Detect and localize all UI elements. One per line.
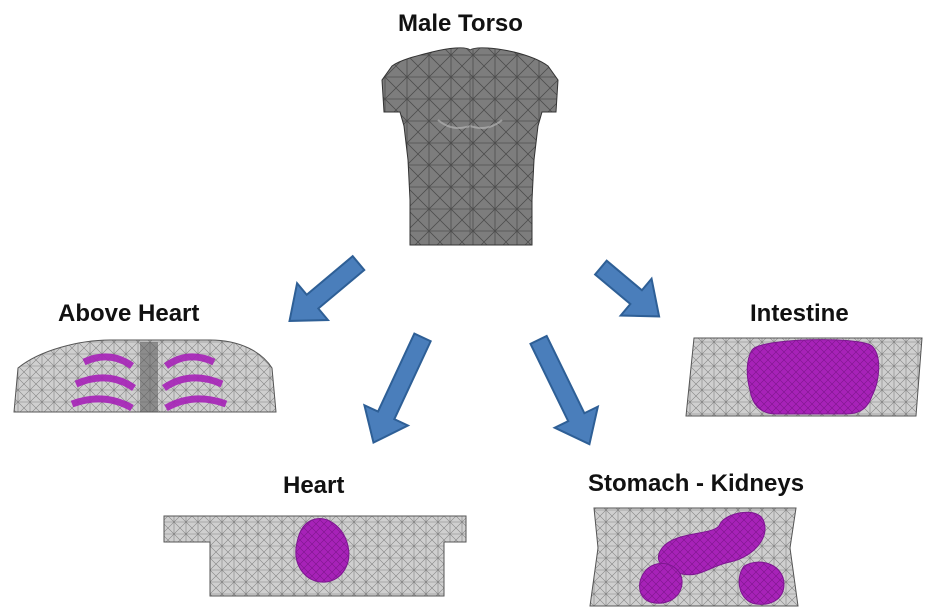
left-kidney <box>640 563 683 603</box>
arrow-to-stomach-kidneys <box>517 329 611 454</box>
male-torso-model <box>382 48 558 245</box>
intestine-organ <box>747 340 879 414</box>
heart-model <box>164 516 466 596</box>
right-kidney <box>739 562 784 604</box>
intestine-model <box>686 338 922 416</box>
arrows <box>274 245 674 455</box>
stomach-kidneys-model <box>590 508 798 606</box>
arrow-to-heart <box>352 327 445 452</box>
arrow-to-above-heart <box>274 245 374 340</box>
arrow-to-intestine <box>585 249 674 335</box>
above-heart-model <box>14 340 276 412</box>
